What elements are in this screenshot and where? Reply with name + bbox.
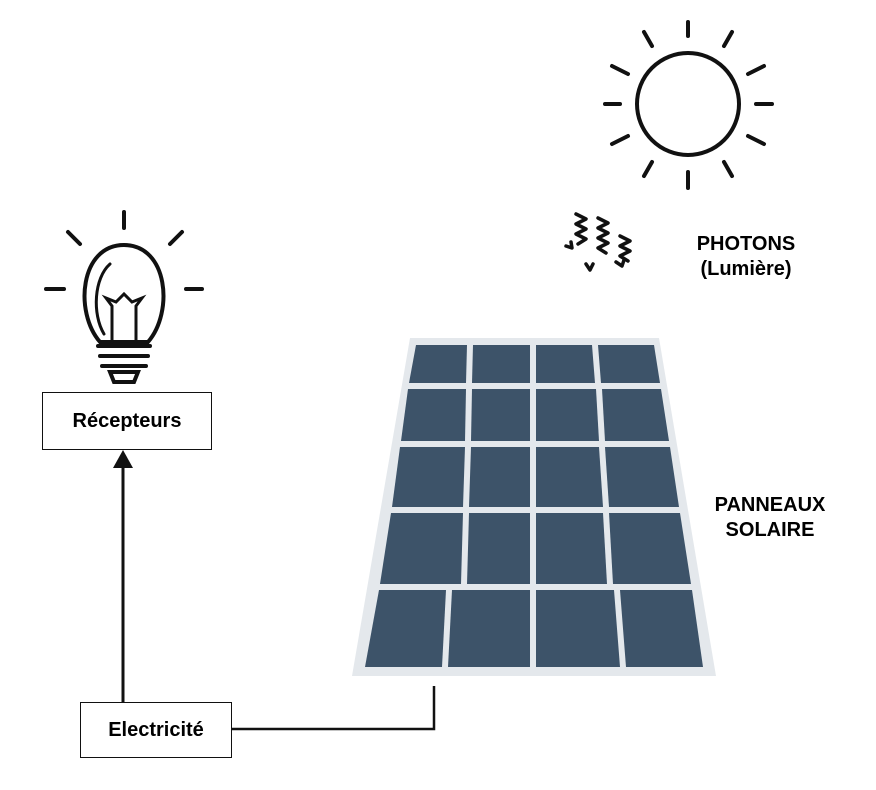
solar-panel	[352, 338, 716, 676]
arrow-head	[113, 450, 133, 468]
panels-caption-line2: SOLAIRE	[725, 519, 815, 541]
photon-waves-icon	[564, 212, 632, 272]
receivers-label: Récepteurs	[72, 409, 182, 432]
electricity-label: Electricité	[108, 718, 204, 741]
photons-caption: PHOTONS (Lumière)	[676, 232, 816, 282]
photons-caption-line2: (Lumière)	[700, 258, 792, 280]
panels-caption-line1: PANNEAUX	[714, 494, 826, 516]
light-bulb-icon	[44, 210, 204, 384]
wire-panel-to-electricity	[232, 686, 436, 731]
receivers-box: Récepteurs	[42, 392, 212, 450]
sun-icon	[603, 20, 774, 190]
panels-caption: PANNEAUX SOLAIRE	[690, 493, 850, 543]
photons-caption-line1: PHOTONS	[696, 233, 796, 255]
panel-cells	[365, 345, 703, 667]
electricity-box: Electricité	[80, 702, 232, 758]
